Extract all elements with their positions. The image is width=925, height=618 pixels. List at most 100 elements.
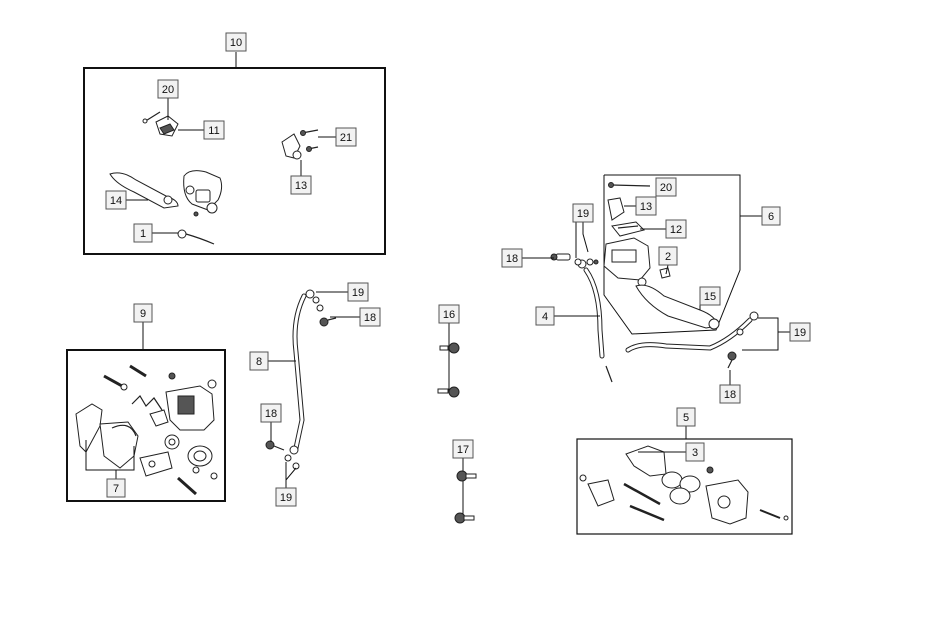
callout-19c: 19: [572, 203, 594, 223]
group-box-10: [83, 67, 386, 255]
part-cap-11: [155, 115, 179, 137]
svg-text:7: 7: [113, 483, 119, 495]
svg-text:10: 10: [230, 37, 242, 49]
svg-text:16: 16: [443, 309, 455, 321]
part-screw-2: [659, 267, 671, 279]
svg-text:19: 19: [794, 327, 806, 339]
part-cap-12: [611, 221, 645, 237]
part-screws-21: [300, 129, 319, 152]
svg-text:20: 20: [660, 182, 672, 194]
svg-text:9: 9: [140, 308, 146, 320]
part-piston-9: [187, 445, 213, 467]
part-brake-hose-19: [625, 311, 759, 353]
svg-text:5: 5: [683, 412, 689, 424]
svg-text:13: 13: [640, 201, 652, 213]
callout-12: 12: [665, 219, 687, 239]
svg-text:20: 20: [162, 84, 174, 96]
callout-18d: 18: [719, 384, 741, 404]
group-box-5: [576, 438, 793, 535]
part-brake-pads-7: [75, 403, 139, 469]
part-bolt-18d: [727, 351, 737, 369]
svg-text:3: 3: [692, 447, 698, 459]
callout-16: 16: [438, 304, 460, 324]
callout-2: 2: [658, 246, 678, 266]
svg-text:19: 19: [577, 208, 589, 220]
part-pins-9: [103, 364, 176, 391]
svg-text:13: 13: [295, 180, 307, 192]
callout-19a: 19: [347, 282, 369, 302]
svg-text:19: 19: [280, 492, 292, 504]
callout-18a: 18: [359, 307, 381, 327]
callout-7: 7: [106, 478, 126, 498]
svg-text:6: 6: [768, 211, 774, 223]
callout-1: 1: [133, 223, 153, 243]
svg-text:18: 18: [265, 408, 277, 420]
callout-14: 14: [105, 190, 127, 210]
part-washers-19b: [284, 454, 300, 470]
svg-text:18: 18: [364, 312, 376, 324]
part-bolt-16: [437, 322, 460, 398]
svg-text:2: 2: [665, 251, 671, 263]
callout-4: 4: [535, 306, 555, 326]
part-washers-19c: [574, 258, 594, 266]
svg-text:17: 17: [457, 444, 469, 456]
svg-text:4: 4: [542, 311, 548, 323]
part-pins-5: [623, 482, 789, 522]
part-screw-20b: [608, 182, 651, 188]
svg-text:18: 18: [724, 389, 736, 401]
part-seal-9: [164, 434, 180, 450]
callout-6: 6: [761, 206, 781, 226]
callout-21: 21: [335, 127, 357, 147]
callout-11: 11: [203, 120, 225, 140]
callout-18c: 18: [501, 248, 523, 268]
part-bracket-13a: [281, 133, 302, 160]
part-bolt-18b: [265, 440, 285, 451]
callout-17: 17: [452, 439, 474, 459]
part-spring-9: [131, 395, 169, 427]
callout-18b: 18: [260, 403, 282, 423]
callout-19d: 19: [789, 322, 811, 342]
svg-text:19: 19: [352, 287, 364, 299]
part-brake-hose-8: [289, 289, 315, 455]
part-switch-1: [177, 229, 215, 245]
part-bolt-17: [454, 458, 477, 524]
callout-13a: 13: [290, 175, 312, 195]
svg-text:1: 1: [140, 228, 146, 240]
part-lever-14: [109, 172, 179, 209]
callout-9: 9: [133, 303, 153, 323]
part-caliper-right: [705, 466, 749, 525]
part-plate-9: [139, 451, 173, 477]
callout-5: 5: [676, 407, 696, 427]
svg-text:18: 18: [506, 253, 518, 265]
part-pistons: [661, 471, 701, 505]
part-brake-hose-4: [577, 259, 613, 383]
group-box-9: [66, 349, 226, 502]
svg-text:8: 8: [256, 356, 262, 368]
part-caliper-plate: [579, 474, 615, 507]
callout-8: 8: [249, 351, 269, 371]
part-washers-19a: [312, 296, 324, 312]
part-screw-20a: [142, 111, 161, 124]
part-lever-15: [635, 284, 720, 330]
callout-20a: 20: [157, 79, 179, 99]
part-bolts-9: [177, 466, 218, 496]
part-master-cylinder-left: [183, 170, 223, 217]
callout-20b: 20: [655, 177, 677, 197]
svg-text:21: 21: [340, 132, 352, 144]
callout-3: 3: [685, 442, 705, 462]
svg-text:14: 14: [110, 195, 122, 207]
group-outline-6: [603, 174, 741, 335]
svg-text:12: 12: [670, 224, 682, 236]
svg-text:11: 11: [208, 125, 219, 137]
callout-10: 10: [225, 32, 247, 52]
part-bracket-13b: [607, 197, 625, 221]
part-bracket-3: [625, 445, 667, 477]
part-bolt-18c: [550, 253, 571, 261]
part-caliper-left: [165, 379, 217, 431]
callout-19b: 19: [275, 487, 297, 507]
callout-13b: 13: [635, 196, 657, 216]
part-bolt-18a: [319, 317, 337, 327]
part-master-cylinder-right: [593, 237, 651, 287]
callout-15: 15: [699, 286, 721, 306]
